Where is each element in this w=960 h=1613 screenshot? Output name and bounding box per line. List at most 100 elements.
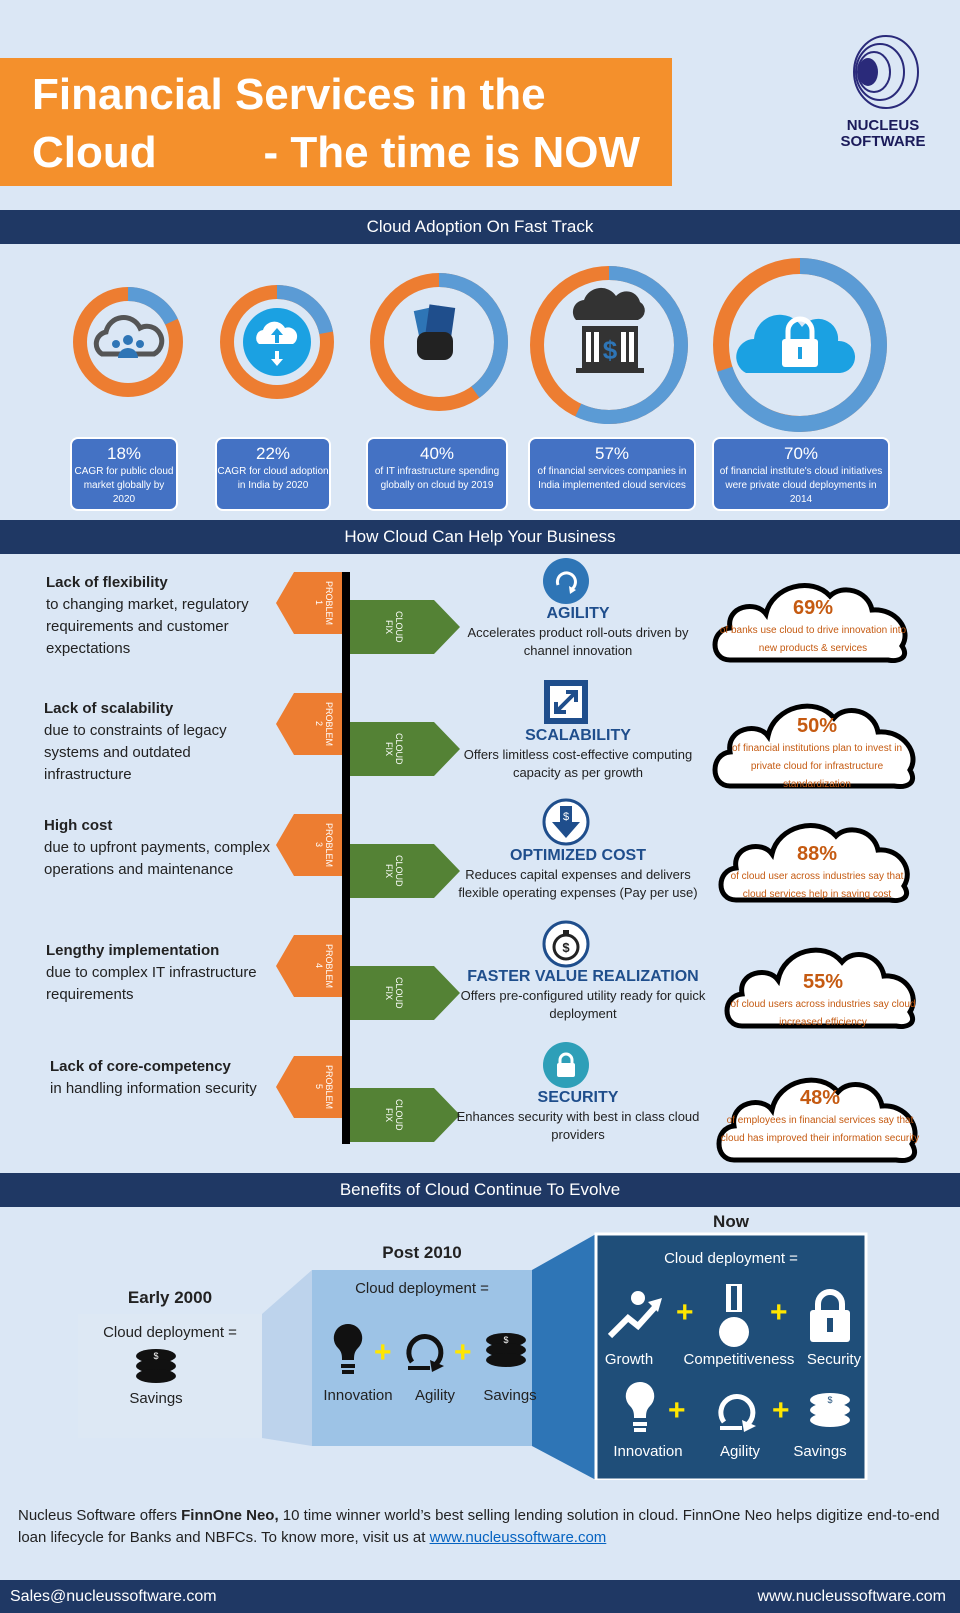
post-deployment-label: Cloud deployment = [355, 1280, 489, 1297]
problem-tag-label: PROBLEM 1 [314, 578, 334, 628]
solution-2: SCALABILITY Offers limitless cost-effect… [453, 726, 703, 782]
padlock-icon [810, 1289, 850, 1342]
problem-tag-text: PROBLEM [324, 943, 334, 988]
solution-desc: Reduces capital expenses and delivers fl… [458, 867, 698, 900]
section-heading-benefits: Benefits of Cloud Continue To Evolve [0, 1173, 960, 1207]
donut-value-arc [713, 258, 887, 432]
plus-icon: + [676, 1296, 694, 1329]
cloud-stat-5 [716, 1077, 918, 1163]
problem-tag-4 [276, 935, 342, 997]
problem-title: High cost [44, 817, 113, 834]
agility-icon [543, 558, 589, 604]
cloud-stat-4 [724, 947, 916, 1029]
cloud-users-icon [93, 315, 165, 358]
dollar-down-arrow-icon: $ [542, 798, 590, 846]
donut-chart-3 [370, 273, 508, 411]
problem-tag-text: PROBLEM [324, 822, 334, 867]
problem-desc: to changing market, regulatory requireme… [46, 596, 249, 657]
timeline-line [342, 572, 350, 1144]
solution-5: SECURITY Enhances security with best in … [453, 1088, 703, 1144]
now-item-label: Security [806, 1351, 862, 1368]
early-label: Early 2000 [127, 1288, 213, 1307]
lightbulb-icon [333, 1323, 363, 1374]
cloud-stat-3 [718, 823, 910, 903]
problem-3: High cost due to upfront payments, compl… [44, 815, 274, 881]
problem-tag-label: PROBLEM 3 [314, 820, 334, 870]
now-label: Now [713, 1212, 749, 1231]
post-label: Post 2010 [382, 1243, 462, 1262]
problem-number: 2 [314, 721, 324, 727]
now-item-label: Agility [719, 1443, 760, 1460]
donut-value-arc [220, 285, 334, 399]
cloud-lock-icon [736, 314, 856, 373]
cloud-stat-text-2: 50% of financial institutions plan to in… [716, 714, 918, 792]
stat-percent: 22% [255, 444, 291, 463]
problem-tag-text: PROBLEM [324, 580, 334, 625]
problem-desc: due to complex IT infrastructure require… [46, 964, 257, 1003]
plus-icon: + [374, 1336, 392, 1369]
coins-icon: $ [136, 1349, 176, 1383]
problem-number: 5 [314, 1084, 324, 1090]
post-connector [532, 1234, 596, 1480]
solution-title: OPTIMIZED COST [510, 847, 646, 864]
solution-title: SCALABILITY [525, 727, 631, 744]
stat-box-1: 18% CAGR for public cloud market globall… [70, 437, 178, 511]
cloud-stat-desc: of cloud users across industries say clo… [730, 999, 916, 1028]
title-line-1: Financial Services in the Cloud [32, 70, 546, 177]
donut-chart-1 [73, 287, 183, 397]
cloud-stat-percent: 88% [796, 843, 838, 865]
solution-desc: Enhances security with best in class clo… [456, 1109, 700, 1142]
problem-tag-2 [276, 693, 342, 755]
cloud-stat-desc: of employees in financial services say t… [720, 1115, 920, 1144]
cloud-stat-text-5: 48% of employees in financial services s… [720, 1086, 920, 1146]
solution-3: OPTIMIZED COST Reduces capital expenses … [453, 846, 703, 902]
problem-desc: due to constraints of legacy systems and… [44, 722, 227, 783]
now-panel [594, 1232, 868, 1480]
stat-box-3: 40% of IT infrastructure spending global… [366, 437, 508, 511]
svg-text:$: $ [562, 940, 570, 955]
cloud-fix-label: CLOUD FIX [384, 733, 404, 765]
plus-icon: + [454, 1336, 472, 1369]
lightbulb-icon [625, 1381, 655, 1432]
cloud-stat-2 [712, 703, 916, 789]
stat-percent: 40% [419, 444, 455, 463]
solution-title: SECURITY [537, 1089, 619, 1106]
donut-chart-4: $ [530, 266, 688, 424]
problem-tag-5 [276, 1056, 342, 1118]
donut-value-arc [73, 287, 183, 397]
medal-icon [719, 1284, 749, 1347]
now-item-label: Savings [793, 1443, 847, 1460]
cloud-stat-text-4: 55% of cloud users across industries say… [728, 970, 918, 1030]
problem-5: Lack of core-competency in handling info… [50, 1056, 280, 1100]
svg-text:$: $ [153, 1351, 158, 1361]
donut-value-arc [530, 266, 688, 424]
title-banner: Financial Services in the Cloud - The ti… [0, 58, 672, 186]
nucleus-logo-icon [853, 35, 919, 109]
scalability-icon [544, 680, 588, 724]
stat-box-2: 22% CAGR for cloud adoption in India by … [215, 437, 331, 511]
problem-2: Lack of scalability due to constraints o… [44, 698, 274, 786]
website-footer-link[interactable]: www.nucleussoftware.com [757, 1588, 946, 1605]
problem-desc: in handling information security [50, 1080, 257, 1097]
problem-title: Lack of scalability [44, 700, 174, 717]
cloud-fix-label: CLOUD FIX [384, 1099, 404, 1131]
footer-post: 10 time winner world’s best selling lend… [18, 1507, 940, 1546]
agility-cycle-icon [718, 1394, 756, 1432]
problem-title: Lack of core-competency [50, 1058, 231, 1075]
stat-text: CAGR for cloud adoption in India by 2020 [217, 466, 329, 491]
cloud-stat-desc: of cloud user across industries say that… [730, 871, 904, 900]
logo-line-2: SOFTWARE [840, 133, 926, 150]
post-item-label: Agility [414, 1387, 455, 1404]
plus-icon: + [772, 1394, 790, 1427]
problem-number: 4 [314, 963, 324, 969]
stat-text: of financial institute's cloud initiativ… [719, 466, 883, 505]
post-item-label: Savings [483, 1387, 537, 1404]
problem-title: Lengthy implementation [46, 942, 220, 959]
sales-email-link[interactable]: Sales@nucleussoftware.com [10, 1588, 217, 1605]
solution-title: AGILITY [546, 605, 610, 622]
website-link[interactable]: www.nucleussoftware.com [429, 1529, 607, 1546]
now-item-label: Innovation [613, 1443, 683, 1460]
plus-icon: + [668, 1394, 686, 1427]
donut-chart-5 [713, 258, 887, 432]
now-item-label: Growth [604, 1351, 654, 1368]
